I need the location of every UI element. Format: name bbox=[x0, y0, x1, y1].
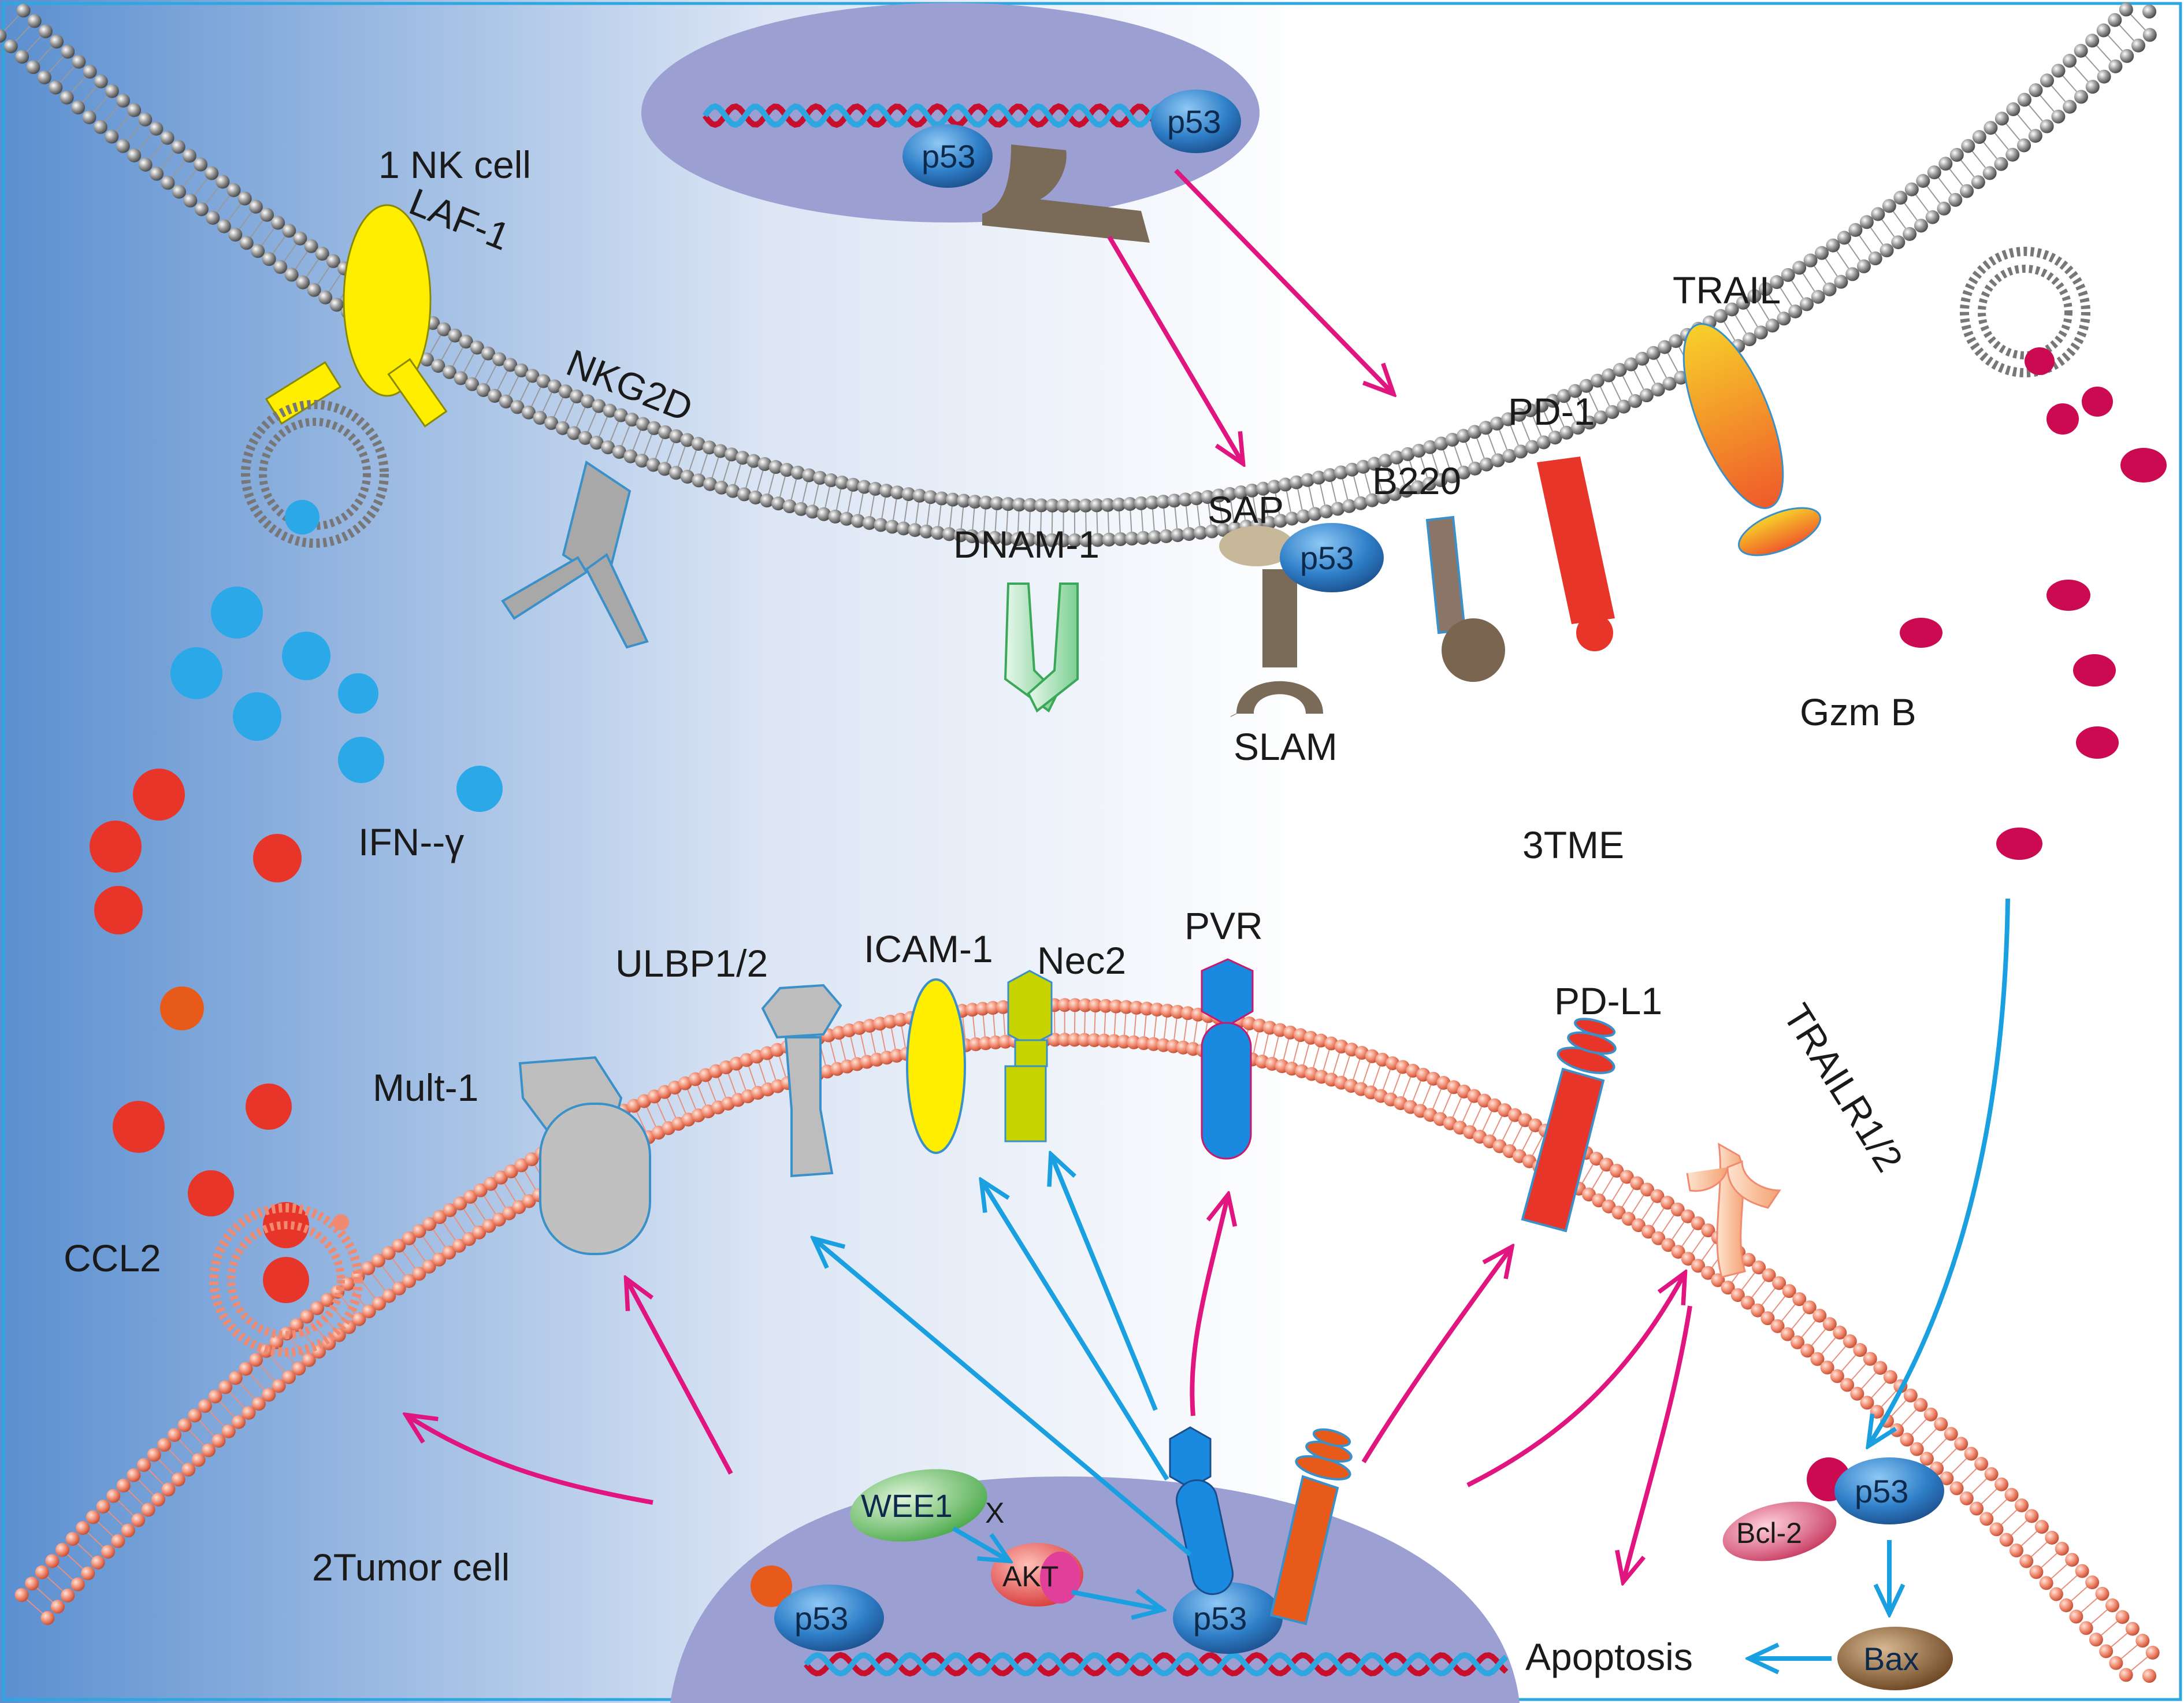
p53-nucleus-bottom-center: p53 bbox=[1173, 1582, 1283, 1654]
label-tme: 3TME bbox=[1522, 823, 1624, 866]
blue-arrows bbox=[815, 898, 2010, 1659]
label-ccl2: CCL2 bbox=[64, 1237, 161, 1279]
arrow-to-pvr bbox=[1190, 1196, 1228, 1416]
arrow-to-nec2 bbox=[1052, 1156, 1158, 1411]
pd1-receptor bbox=[1537, 457, 1615, 651]
arrow-to-tumor-vesicle bbox=[407, 1416, 653, 1505]
arrow-nucleus-to-sap bbox=[1107, 235, 1242, 462]
label-nk-cell: 1 NK cell bbox=[378, 143, 531, 186]
magenta-arrows bbox=[407, 1196, 1692, 1580]
b220-receptor bbox=[1425, 515, 1505, 682]
pdl1-ligand bbox=[1521, 1018, 1617, 1233]
trailr-receptor bbox=[1686, 1142, 1781, 1278]
svg-text:Bax: Bax bbox=[1863, 1641, 1919, 1677]
arrow-to-icam1 bbox=[982, 1182, 1169, 1481]
svg-text:p53: p53 bbox=[1855, 1473, 1908, 1509]
label-gzmb: Gzm B bbox=[1800, 691, 1916, 733]
p53-nucleus-top-right: p53 bbox=[1151, 90, 1241, 153]
arrow-to-ulbp bbox=[815, 1240, 1192, 1557]
pvr-nascent bbox=[1169, 1426, 1234, 1596]
label-slam: SLAM bbox=[1234, 725, 1338, 768]
laf1-receptor bbox=[265, 204, 448, 428]
bcl2-protein: Bcl-2 bbox=[1722, 1501, 1837, 1561]
label-trail: TRAIL bbox=[1673, 269, 1781, 311]
nkg2d-receptor bbox=[501, 460, 649, 649]
icam1-ligand bbox=[906, 978, 966, 1154]
label-pd1: PD-1 bbox=[1508, 390, 1595, 433]
vesicle-right bbox=[1960, 247, 2090, 377]
p53-nucleus-top-left: p53 bbox=[902, 124, 993, 188]
slam-receptor-nucleus bbox=[982, 144, 1150, 243]
dna-top bbox=[702, 103, 1220, 128]
label-pdl1: PD-L1 bbox=[1554, 979, 1662, 1022]
gzmb-granules bbox=[1900, 347, 2167, 860]
dna-bottom bbox=[804, 1652, 1509, 1677]
pdl1-nascent bbox=[1269, 1428, 1353, 1626]
label-ifng: IFN--γ bbox=[358, 821, 464, 863]
label-b220: B220 bbox=[1372, 459, 1461, 502]
pvr-ligand bbox=[1201, 958, 1254, 1160]
label-icam1: ICAM-1 bbox=[864, 927, 993, 970]
svg-text:p53: p53 bbox=[1300, 540, 1354, 576]
label-nec2: Nec2 bbox=[1037, 939, 1126, 982]
svg-text:Bcl-2: Bcl-2 bbox=[1736, 1517, 1802, 1549]
sap-protein bbox=[1219, 526, 1294, 566]
vesicle-left bbox=[241, 400, 389, 548]
arrow-akt-to-p53 bbox=[1071, 1592, 1161, 1609]
bax-protein: Bax bbox=[1837, 1627, 1953, 1690]
orange-dot-nucleus bbox=[751, 1565, 792, 1607]
mult1-ligand bbox=[518, 1056, 651, 1255]
arrow-trailr-to-apoptosis bbox=[1624, 1305, 1692, 1580]
nec2-ligand bbox=[1004, 970, 1053, 1142]
p53-apoptosis: p53 bbox=[1834, 1457, 1944, 1524]
tumor-vesicle bbox=[209, 1203, 363, 1357]
label-tumor-cell: 2Tumor cell bbox=[312, 1546, 510, 1589]
slam-receptor bbox=[1230, 569, 1323, 717]
ifng-dots bbox=[170, 587, 503, 812]
arrow-gzmb-to-p53 bbox=[1869, 898, 2010, 1445]
p53-nucleus-bottom-left: p53 bbox=[774, 1585, 884, 1652]
svg-text:AKT: AKT bbox=[1002, 1560, 1058, 1593]
svg-text:p53: p53 bbox=[1193, 1600, 1247, 1637]
wee1-protein: WEE1 bbox=[850, 1469, 987, 1542]
svg-text:p53: p53 bbox=[1167, 103, 1221, 140]
label-ulbp: ULBP1/2 bbox=[615, 942, 768, 985]
x-mark: X bbox=[985, 1497, 1004, 1529]
ccl2-dots bbox=[90, 769, 309, 1303]
label-sap: SAP bbox=[1208, 488, 1284, 531]
arrow-to-pdl1 bbox=[1361, 1248, 1511, 1464]
arrow-wee1-to-akt bbox=[952, 1526, 1008, 1560]
label-pvr: PVR bbox=[1184, 904, 1263, 947]
ulbp-ligand bbox=[761, 984, 842, 1178]
trail-ligand bbox=[1682, 323, 1822, 556]
label-dnam1: DNAM-1 bbox=[953, 523, 1100, 566]
svg-text:p53: p53 bbox=[794, 1600, 848, 1637]
svg-text:WEE1: WEE1 bbox=[861, 1487, 953, 1524]
arrow-to-mult1 bbox=[627, 1280, 733, 1475]
svg-text:p53: p53 bbox=[922, 138, 975, 175]
arrow-nucleus-to-b220 bbox=[1174, 169, 1392, 393]
label-apoptosis: Apoptosis bbox=[1525, 1635, 1693, 1678]
akt-protein: AKT bbox=[991, 1543, 1083, 1606]
p53-membrane-nk: p53 bbox=[1280, 523, 1384, 592]
arrow-to-trailr bbox=[1466, 1274, 1684, 1487]
dnam1-receptor bbox=[1004, 582, 1079, 713]
label-mult1: Mult-1 bbox=[373, 1066, 478, 1109]
